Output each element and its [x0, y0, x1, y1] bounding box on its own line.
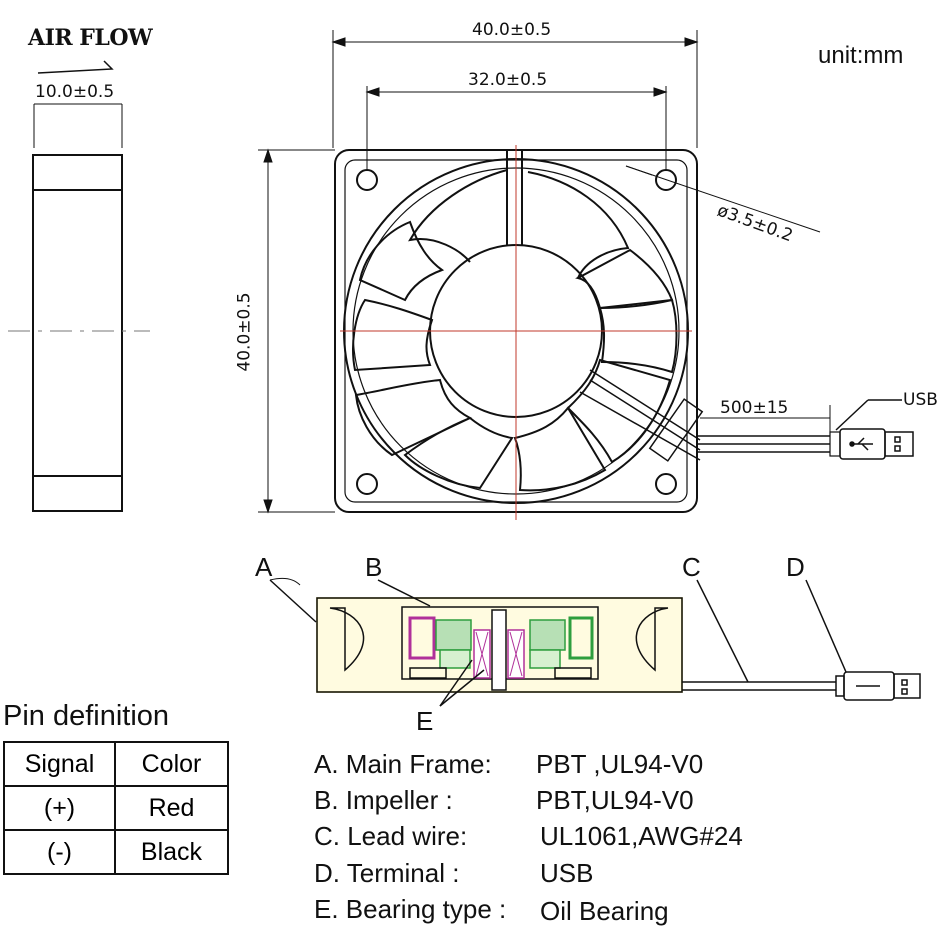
spec-key: A. Main Frame: — [314, 749, 492, 779]
outer-width-dimension: 40.0±0.5 — [472, 20, 552, 40]
centerlines — [340, 145, 692, 520]
part-letter-c: C — [682, 552, 701, 582]
hole-pitch-dimension: 32.0±0.5 — [468, 70, 548, 90]
part-letter-d: D — [786, 552, 805, 582]
cable-length-dimension: 500±15 — [720, 398, 789, 418]
connector-label: USB — [903, 390, 938, 410]
pin-definition-title: Pin definition — [3, 700, 170, 732]
signal-cell: (+) — [3, 785, 116, 831]
spec-value: USB — [540, 858, 594, 888]
part-letter-a: A — [255, 552, 273, 582]
spec-value: PBT,UL94-V0 — [536, 785, 694, 815]
header-color: Color — [114, 741, 229, 787]
thickness-dimension: 10.0±0.5 — [35, 82, 115, 102]
front-view-dimensions — [258, 30, 831, 514]
spec-value: PBT ,UL94-V0 — [536, 749, 704, 779]
usb-cable — [697, 399, 914, 460]
spec-value: Oil Bearing — [540, 896, 669, 926]
airflow-label: AIR FLOW — [28, 25, 153, 51]
spec-key: E. Bearing type : — [314, 894, 507, 924]
spec-key: D. Terminal : — [314, 858, 460, 888]
part-letter-e: E — [416, 706, 434, 736]
spec-key: B. Impeller : — [314, 785, 453, 815]
pin-definition-table: Signal Color (+) Red (-) Black — [3, 741, 229, 875]
height-dimension: 40.0±0.5 — [234, 292, 255, 372]
cross-section — [269, 577, 921, 707]
spec-key: C. Lead wire: — [314, 821, 468, 851]
table-header-row: Signal Color — [3, 741, 229, 787]
table-row: (-) Black — [3, 829, 229, 875]
part-letter-b: B — [365, 552, 383, 582]
table-row: (+) Red — [3, 785, 229, 831]
signal-cell: (-) — [3, 829, 116, 875]
unit-label: unit:mm — [818, 42, 904, 69]
side-view — [8, 60, 150, 512]
header-signal: Signal — [3, 741, 116, 787]
spec-value: UL1061,AWG#24 — [540, 821, 743, 851]
color-cell: Red — [114, 785, 229, 831]
color-cell: Black — [114, 829, 229, 875]
